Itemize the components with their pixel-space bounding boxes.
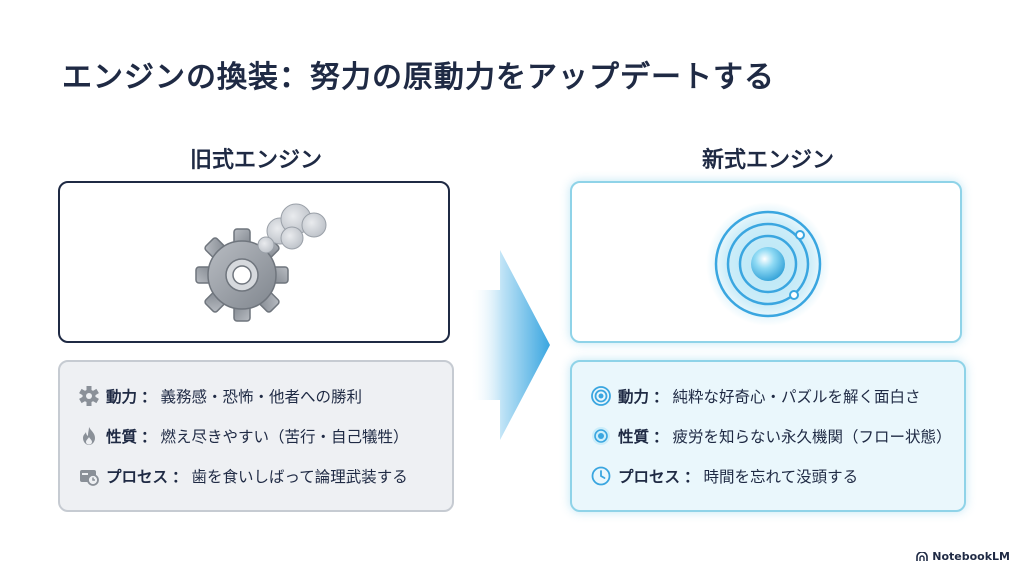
transition-arrow-icon xyxy=(470,250,550,440)
new-power-row: 動力：純粋な好奇心・パズルを解く面白さ xyxy=(590,376,946,416)
shield-process-icon xyxy=(80,470,99,486)
old-process-label: プロセス xyxy=(106,468,169,486)
old-process-value: 歯を食いしばって論理武装する xyxy=(191,468,408,486)
new-nature-value: 疲労を知らない永久機関（フロー状態） xyxy=(672,428,952,446)
old-nature-value: 燃え尽きやすい（苦行・自己犠牲） xyxy=(160,428,409,446)
new-power-label: 動力 xyxy=(618,388,650,406)
orbit-icon xyxy=(591,386,611,406)
new-power-value: 純粋な好奇心・パズルを解く面白さ xyxy=(672,388,921,406)
new-process-label: プロセス xyxy=(618,468,681,486)
new-process-value: 時間を忘れて没頭する xyxy=(703,468,859,486)
notebooklm-logo-icon xyxy=(916,551,929,561)
clock-icon xyxy=(591,466,611,486)
gear-icon xyxy=(79,386,99,406)
brand-watermark: NotebookLM xyxy=(916,550,1010,563)
new-nature-label: 性質 xyxy=(618,428,650,446)
concentric-circle-icon xyxy=(592,427,610,445)
new-engine-image-panel xyxy=(570,181,962,343)
brand-label: NotebookLM xyxy=(932,550,1010,563)
old-power-value: 義務感・恐怖・他者への勝利 xyxy=(160,388,363,406)
old-process-row: プロセス：歯を食いしばって論理武装する xyxy=(78,456,434,496)
old-power-label: 動力 xyxy=(106,388,138,406)
flame-icon xyxy=(83,427,95,445)
glowing-orbit-icon xyxy=(706,202,830,326)
old-engine-image-panel xyxy=(58,181,450,343)
old-nature-row: 性質：燃え尽きやすい（苦行・自己犠牲） xyxy=(78,416,434,456)
new-nature-row: 性質：疲労を知らない永久機関（フロー状態） xyxy=(590,416,952,456)
new-engine-heading: 新式エンジン xyxy=(701,148,834,173)
old-nature-label: 性質 xyxy=(106,428,138,446)
new-engine-info-panel: 動力：純粋な好奇心・パズルを解く面白さ 性質：疲労を知らない永久機関（フロー状態… xyxy=(570,360,966,512)
new-process-row: プロセス：時間を忘れて没頭する xyxy=(590,456,946,496)
old-power-row: 動力：義務感・恐怖・他者への勝利 xyxy=(78,376,434,416)
old-engine-heading: 旧式エンジン xyxy=(189,148,322,173)
old-engine-info-panel: 動力：義務感・恐怖・他者への勝利 性質：燃え尽きやすい（苦行・自己犠牲） プロセ… xyxy=(58,360,454,512)
gear-smoke-icon xyxy=(195,203,327,322)
page-title: エンジンの換装：努力の原動力をアップデートする xyxy=(62,60,775,95)
